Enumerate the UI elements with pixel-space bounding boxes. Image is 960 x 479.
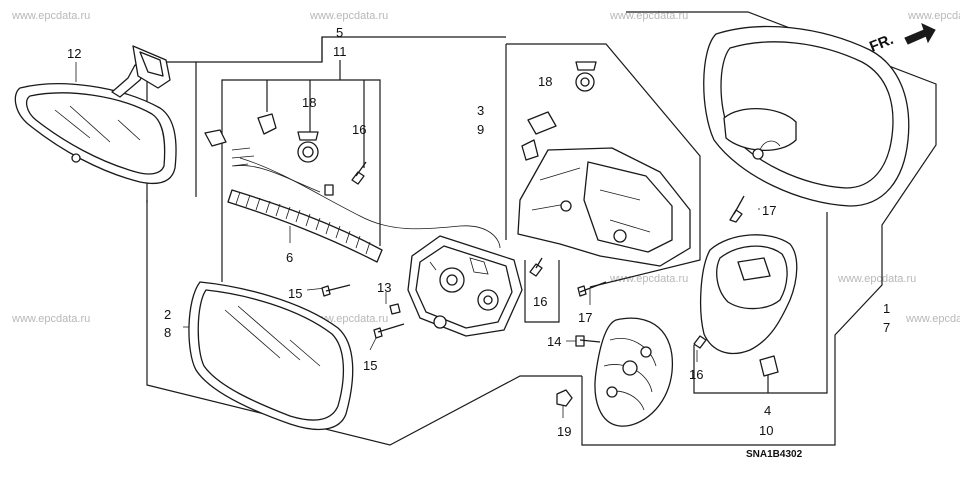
front-direction-label: FR. bbox=[867, 31, 896, 56]
watermark-mid-center-right: www.epcdata.ru bbox=[609, 273, 688, 285]
callout-12: 12 bbox=[67, 46, 81, 61]
callout-7: 7 bbox=[883, 320, 890, 335]
callout-4: 4 bbox=[764, 403, 771, 418]
callout-9: 9 bbox=[477, 122, 484, 137]
callout-15-upper: 15 bbox=[288, 286, 302, 301]
callout-15-lower: 15 bbox=[363, 358, 377, 373]
mirror-housing-base bbox=[517, 111, 691, 267]
callouts: 12 5 11 18 16 6 15 13 15 2 8 3 9 18 16 1… bbox=[67, 25, 890, 439]
rearview-mirror bbox=[14, 45, 177, 185]
callout-5: 5 bbox=[336, 25, 343, 40]
callout-10: 10 bbox=[759, 423, 773, 438]
callout-16-top: 16 bbox=[352, 122, 366, 137]
watermark-right: www.epcdata.ru bbox=[905, 313, 960, 325]
callout-13: 13 bbox=[377, 280, 391, 295]
callout-8: 8 bbox=[164, 325, 171, 340]
callout-17-lower: 17 bbox=[578, 310, 592, 325]
watermark-top-left: www.epcdata.ru bbox=[11, 10, 90, 22]
backing-plate bbox=[594, 317, 674, 427]
screws bbox=[321, 161, 745, 407]
callout-17-upper: 17 bbox=[762, 203, 776, 218]
bracket-lines bbox=[75, 43, 828, 418]
turn-signal-housing bbox=[699, 234, 798, 377]
front-direction-arrow-icon bbox=[904, 23, 936, 45]
callout-1: 1 bbox=[883, 301, 890, 316]
watermarks: www.epcdata.ru www.epcdata.ru www.epcdat… bbox=[11, 10, 960, 325]
front-direction-indicator: FR. bbox=[867, 23, 936, 56]
harness-clips bbox=[297, 61, 597, 163]
callout-14: 14 bbox=[547, 334, 561, 349]
watermark-top-center-left: www.epcdata.ru bbox=[309, 10, 388, 22]
diagram-code: SNA1B4302 bbox=[746, 449, 803, 460]
mirror-glass bbox=[188, 281, 354, 431]
callout-16-right: 16 bbox=[689, 367, 703, 382]
callout-18-left: 18 bbox=[302, 95, 316, 110]
watermark-mid-right: www.epcdata.ru bbox=[837, 273, 916, 285]
callout-3: 3 bbox=[477, 103, 484, 118]
callout-11: 11 bbox=[333, 44, 347, 59]
callout-18-right: 18 bbox=[538, 74, 552, 89]
callout-6: 6 bbox=[286, 250, 293, 265]
watermark-top-right: www.epcdata.ru bbox=[907, 10, 960, 22]
callout-2: 2 bbox=[164, 307, 171, 322]
callout-16-center: 16 bbox=[533, 294, 547, 309]
watermark-top-center-right: www.epcdata.ru bbox=[609, 10, 688, 22]
harness-tube bbox=[204, 113, 501, 263]
mirror-actuator bbox=[407, 235, 523, 337]
callout-19: 19 bbox=[557, 424, 571, 439]
watermark-mid-left: www.epcdata.ru bbox=[11, 313, 90, 325]
mirror-outer-cover bbox=[703, 25, 910, 207]
